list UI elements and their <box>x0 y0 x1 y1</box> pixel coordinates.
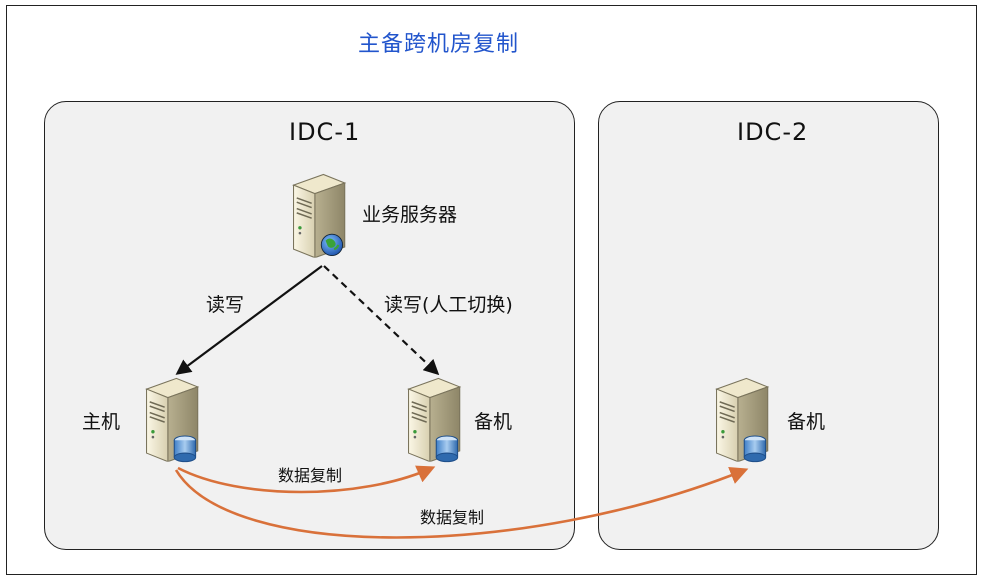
idc-1-label: IDC-1 <box>289 118 361 146</box>
standby-remote-label: 备机 <box>787 411 826 433</box>
standby-local-db-server-icon <box>400 376 464 464</box>
app-server-label: 业务服务器 <box>362 204 458 226</box>
idc-2-label: IDC-2 <box>737 118 809 146</box>
replication-local-label: 数据复制 <box>278 466 343 485</box>
primary-label: 主机 <box>82 411 121 433</box>
idc-1-zone <box>44 101 575 550</box>
replication-remote-arrow <box>174 466 749 539</box>
replication-remote-label: 数据复制 <box>420 508 485 527</box>
idc-2-zone <box>598 101 939 550</box>
replication-local-arrow <box>177 465 436 494</box>
app-server-icon <box>285 172 349 258</box>
read-write-primary-arrow <box>175 265 323 375</box>
read-write-standby-arrow <box>323 265 440 376</box>
standby-remote-db-server-icon <box>708 376 772 464</box>
diagram-title: 主备跨机房复制 <box>358 32 520 57</box>
read-write-label: 读写 <box>206 294 245 316</box>
primary-db-server-icon <box>138 376 202 464</box>
read-write-manual-switch-label: 读写(人工切换) <box>384 294 513 316</box>
standby-local-label: 备机 <box>474 411 513 433</box>
